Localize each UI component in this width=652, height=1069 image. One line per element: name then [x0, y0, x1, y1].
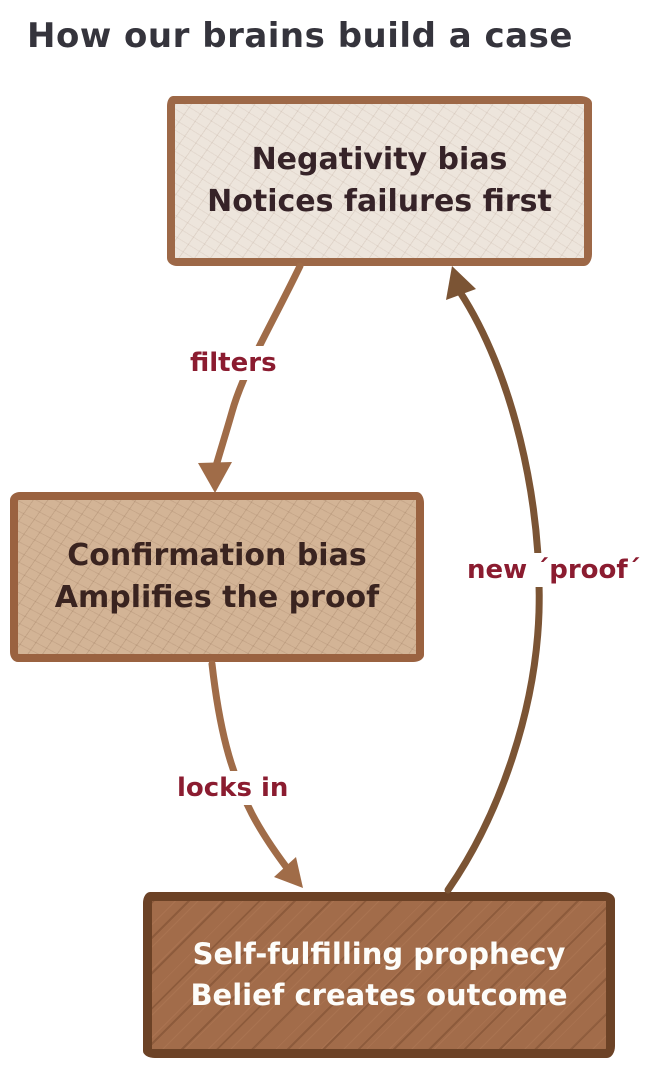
node-self-fulfilling-prophecy: Self-fulfilling prophecy Belief creates … — [143, 892, 615, 1058]
node-confirmation-bias: Confirmation bias Amplifies the proof — [10, 492, 424, 662]
node-confirmation-subtitle: Amplifies the proof — [54, 580, 380, 615]
edge-label-new-proof: new ´proof´ — [460, 553, 648, 587]
edge-filters-arrowhead — [198, 462, 232, 493]
edge-locks-in-arrow — [208, 660, 291, 872]
node-prophecy-title: Self-fulfilling prophecy — [192, 937, 566, 971]
node-prophecy-subtitle: Belief creates outcome — [190, 978, 568, 1012]
edge-label-filters: filters — [183, 346, 284, 380]
page-title: How our brains build a case — [27, 16, 573, 56]
edge-new-proof-arrowhead — [446, 266, 476, 300]
edge-new-proof-arrow — [444, 288, 543, 894]
node-negativity-subtitle: Notices failures first — [207, 184, 552, 219]
edge-locks-in-arrowhead — [274, 857, 303, 888]
edge-label-locks-in: locks in — [170, 771, 296, 805]
node-confirmation-title: Confirmation bias — [67, 538, 367, 573]
node-negativity-bias: Negativity bias Notices failures first — [167, 96, 592, 266]
node-negativity-title: Negativity bias — [251, 142, 508, 177]
